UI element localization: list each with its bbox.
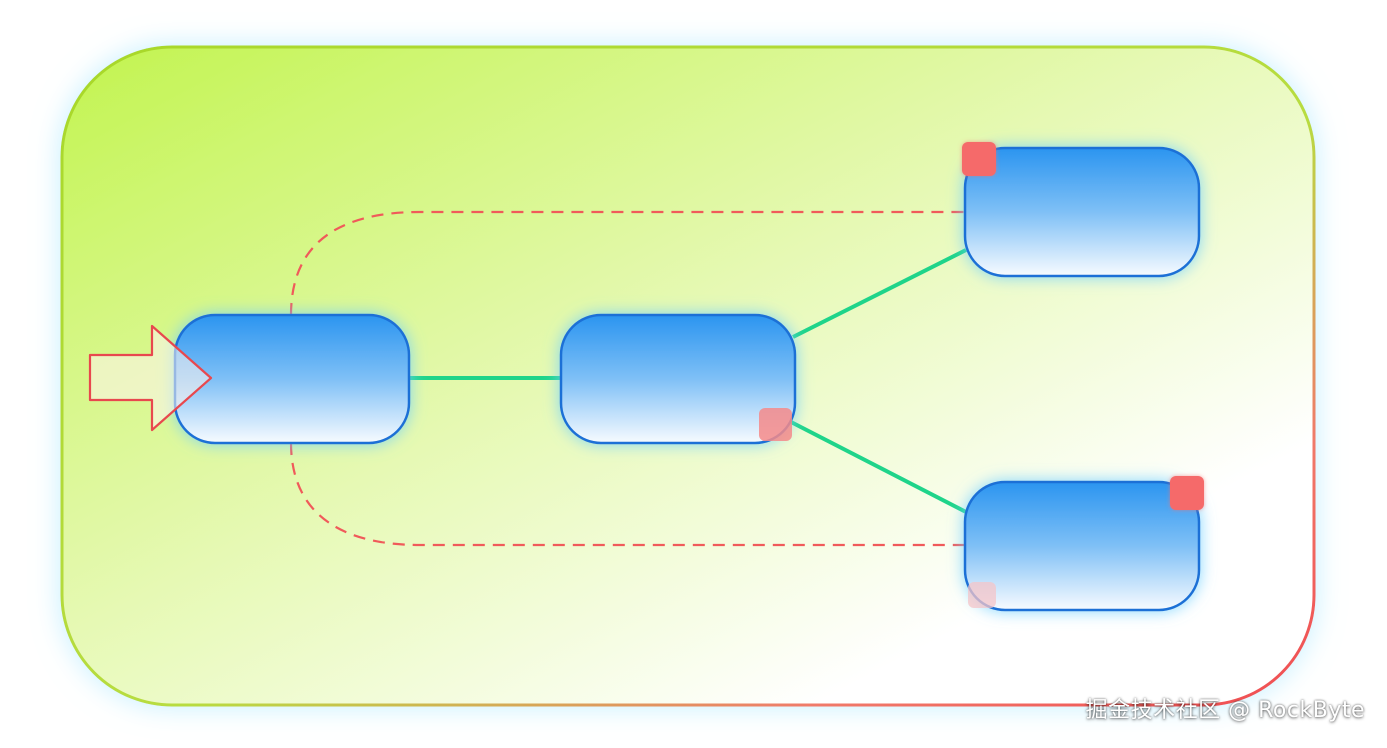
- dashed-edge-start-to-top-right: [289, 210, 965, 316]
- dashed-edge-start-to-bottom-right: [289, 442, 965, 547]
- corner-marker-bottom-right-node-faint: [968, 582, 996, 608]
- solid-edge-middle-to-bottom-right: [790, 420, 967, 514]
- solid-edge-middle-to-top-right: [792, 248, 967, 339]
- node-middle[interactable]: [559, 313, 797, 445]
- corner-marker-middle-node: [759, 408, 792, 441]
- corner-marker-top-right-node: [962, 142, 996, 176]
- entry-arrow-icon: [88, 324, 213, 432]
- corner-marker-bottom-right-node: [1170, 476, 1204, 510]
- node-top-right[interactable]: [963, 146, 1201, 278]
- node-bottom-right[interactable]: [963, 480, 1201, 612]
- watermark-text: 掘金技术社区 @ RockByte: [1085, 698, 1365, 723]
